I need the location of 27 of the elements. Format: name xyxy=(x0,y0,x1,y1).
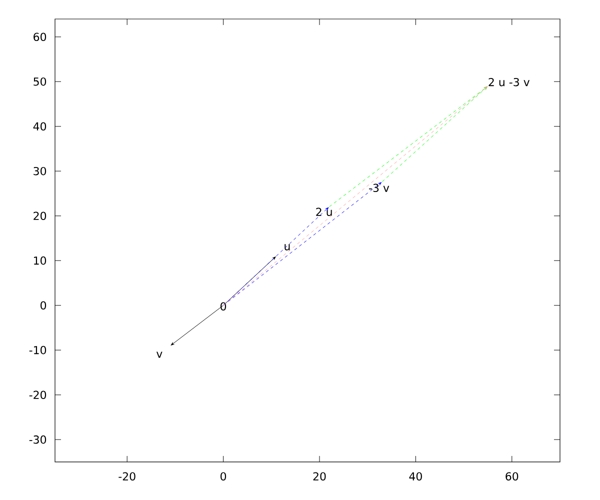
tick-label: 20 xyxy=(313,472,326,480)
tick-label: -20 xyxy=(29,390,46,400)
tick-label: -10 xyxy=(29,346,46,354)
tick-label: 60 xyxy=(506,472,518,480)
tick-label: 0 xyxy=(220,472,226,480)
tick-label: 20 xyxy=(34,212,46,220)
tick-label: -30 xyxy=(29,435,46,444)
vector-arrow xyxy=(382,86,488,182)
vector-arrow xyxy=(223,207,329,306)
tick-label: 50 xyxy=(34,77,46,86)
tick-label: 10 xyxy=(34,256,46,265)
vector-arrow xyxy=(223,256,276,306)
tick-label: 40 xyxy=(33,122,46,131)
vector-arrow xyxy=(223,86,488,306)
point-label: -3 v xyxy=(368,183,390,193)
vector-arrow xyxy=(329,86,488,207)
point-label: 2 u xyxy=(314,207,334,217)
point-label: u xyxy=(283,244,292,251)
tick-label: -20 xyxy=(118,472,136,480)
tick-label: 40 xyxy=(409,472,422,480)
tick-label: 0 xyxy=(40,301,46,310)
tick-label: 60 xyxy=(34,32,46,42)
point-label: 2 u -3 v xyxy=(487,77,530,87)
point-label: v xyxy=(156,351,164,358)
vector-arrow xyxy=(170,305,224,346)
tick-label: 30 xyxy=(34,166,46,176)
vector-arrow xyxy=(223,182,382,306)
